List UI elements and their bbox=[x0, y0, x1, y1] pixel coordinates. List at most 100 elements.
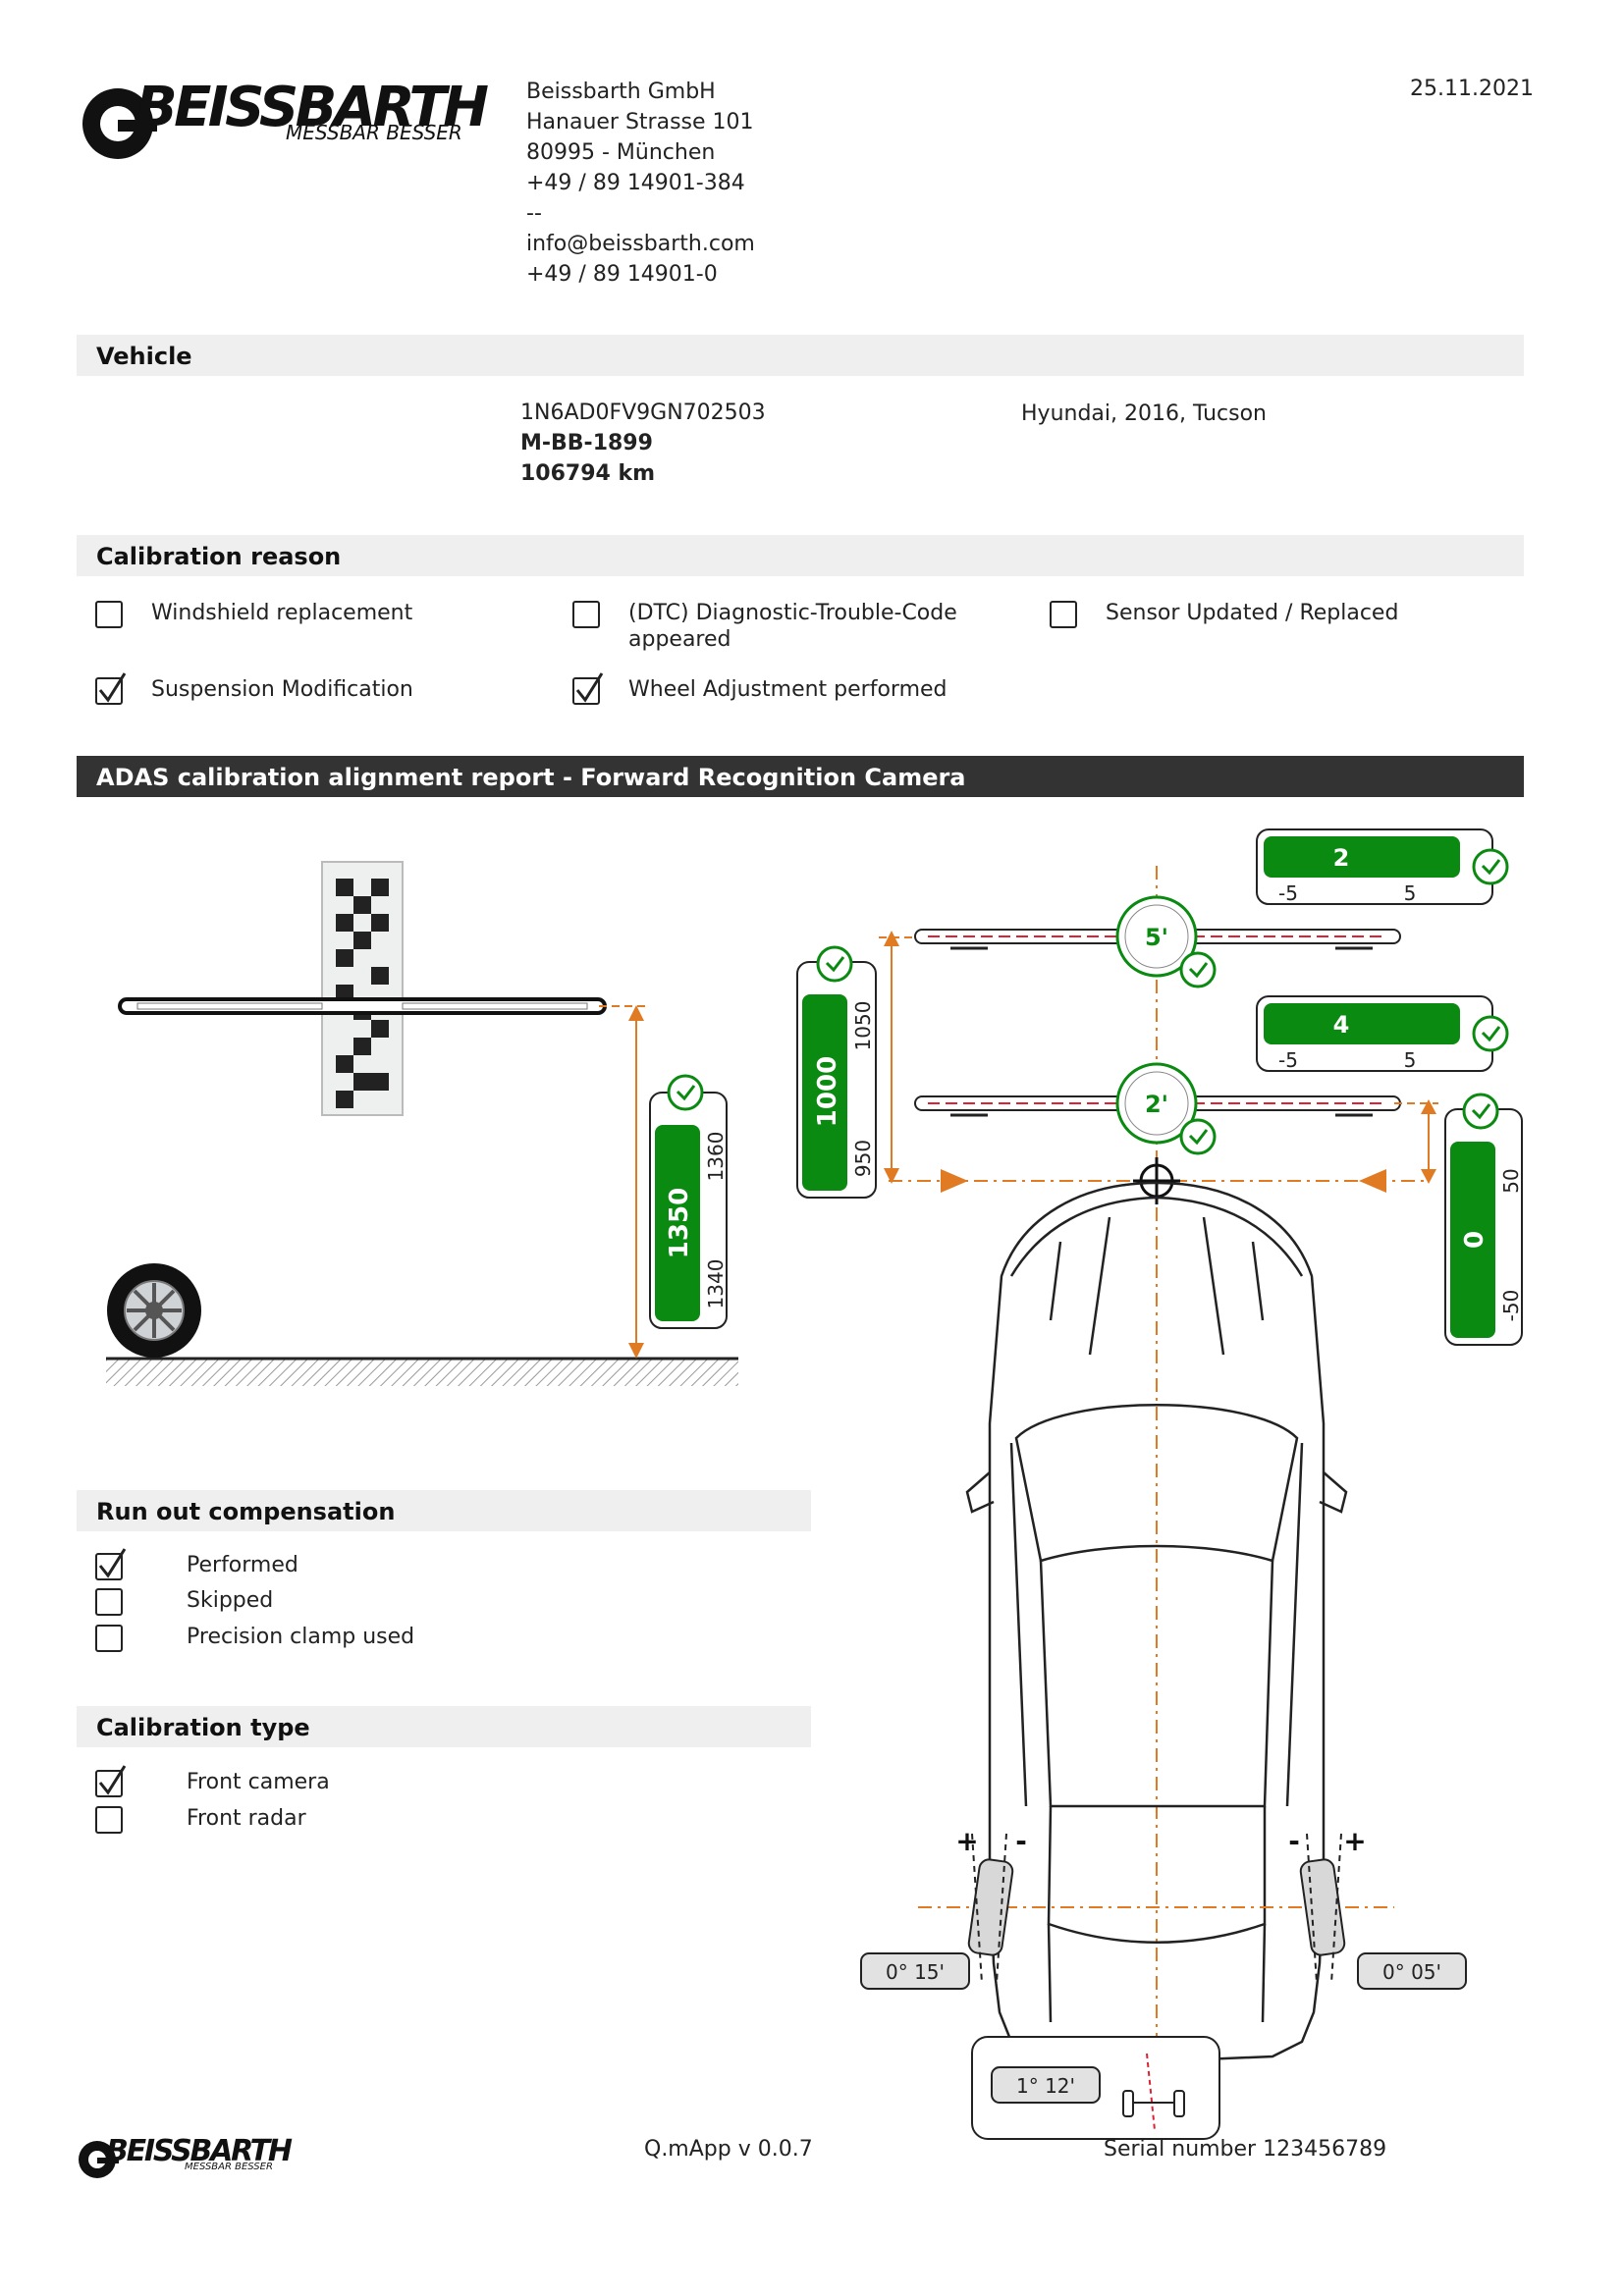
checkmark-icon bbox=[98, 1548, 127, 1578]
vehicle-plate: M-BB-1899 bbox=[520, 431, 653, 455]
company-phone-main: +49 / 89 14901-0 bbox=[526, 262, 718, 287]
runout-section-header: Run out compensation bbox=[77, 1490, 811, 1531]
vehicle-section-header: Vehicle bbox=[77, 335, 1524, 376]
vehicle-vin: 1N6AD0FV9GN702503 bbox=[520, 400, 766, 425]
logo-tagline: MESSBAR BESSER bbox=[286, 121, 462, 144]
vehicle-make-model: Hyundai, 2016, Tucson bbox=[1021, 401, 1267, 426]
company-street: Hanauer Strasse 101 bbox=[526, 110, 754, 134]
runout-section-title: Run out compensation bbox=[96, 1498, 396, 1525]
label-sensor: Sensor Updated / Replaced bbox=[1106, 601, 1399, 625]
company-logo: BEISSBARTH MESSBAR BESSER bbox=[77, 69, 499, 167]
footer-logo-wordmark: BEISSBARTH bbox=[106, 2134, 293, 2168]
adas-report-header: ADAS calibration alignment report - Forw… bbox=[77, 756, 1524, 797]
front-height-value: 1000 bbox=[813, 1056, 842, 1127]
beam-bottom-value: 4 bbox=[1333, 1011, 1350, 1039]
company-phone: +49 / 89 14901-384 bbox=[526, 171, 745, 195]
company-city: 80995 - München bbox=[526, 140, 716, 165]
checkbox-sensor[interactable] bbox=[1050, 601, 1077, 628]
wheel-left-plus: + bbox=[955, 1825, 978, 1857]
ground-hatch bbox=[106, 1359, 738, 1386]
wheel-right-minus: - bbox=[1288, 1825, 1300, 1857]
wheel-left-angle: 0° 15' bbox=[886, 1960, 945, 1984]
front-height-min: 950 bbox=[851, 1140, 875, 1177]
beam-top-value: 2 bbox=[1333, 844, 1350, 872]
front-height-max: 1050 bbox=[851, 1001, 875, 1051]
vehicle-section-title: Vehicle bbox=[96, 343, 192, 370]
label-front-radar: Front radar bbox=[187, 1806, 306, 1831]
wheel-right-plus: + bbox=[1343, 1825, 1366, 1857]
beam-bottom-gauge bbox=[1256, 995, 1493, 1072]
check-ok-icon bbox=[1472, 1015, 1509, 1052]
check-ok-icon bbox=[1179, 1118, 1217, 1155]
checkbox-wheel-adjustment[interactable] bbox=[572, 672, 604, 705]
wheel-left-angle-box bbox=[860, 1952, 970, 1990]
beam-bottom-min: -5 bbox=[1278, 1048, 1298, 1072]
label-windshield: Windshield replacement bbox=[151, 601, 413, 625]
calibration-type-title: Calibration type bbox=[96, 1714, 310, 1741]
side-height-max: 1360 bbox=[704, 1132, 728, 1182]
check-ok-icon bbox=[1472, 848, 1509, 885]
calibration-type-header: Calibration type bbox=[77, 1706, 811, 1747]
label-precision-clamp: Precision clamp used bbox=[187, 1625, 415, 1649]
check-ok-icon bbox=[667, 1074, 704, 1111]
checkbox-runout-performed[interactable] bbox=[95, 1548, 127, 1580]
company-address: Beissbarth GmbH Hanauer Strasse 101 8099… bbox=[526, 77, 755, 290]
label-suspension: Suspension Modification bbox=[151, 677, 413, 702]
label-dtc: (DTC) Diagnostic-Trouble-Code bbox=[628, 601, 957, 625]
calibration-target-board bbox=[321, 861, 404, 1116]
calibration-reason-header: Calibration reason bbox=[77, 535, 1524, 576]
app-version: Q.mApp v 0.0.7 bbox=[644, 2137, 813, 2162]
beam-bottom bbox=[914, 1062, 1401, 1145]
lateral-offset-max: 50 bbox=[1499, 1168, 1523, 1193]
side-height-value: 1350 bbox=[665, 1188, 694, 1258]
company-name: Beissbarth GmbH bbox=[526, 80, 716, 104]
lateral-offset-value: 0 bbox=[1460, 1231, 1489, 1249]
footer-logo: BEISSBARTH MESSBAR BESSER bbox=[77, 2128, 302, 2183]
checkbox-precision-clamp[interactable] bbox=[95, 1625, 123, 1652]
checkbox-windshield[interactable] bbox=[95, 601, 123, 628]
beam-top bbox=[914, 895, 1401, 978]
checkmark-icon bbox=[98, 672, 127, 703]
checkmark-icon bbox=[98, 1765, 127, 1795]
check-ok-icon bbox=[1179, 951, 1217, 988]
footer-logo-tagline: MESSBAR BESSER bbox=[185, 2162, 273, 2172]
lateral-offset-min: -50 bbox=[1499, 1290, 1523, 1322]
wheel-front-left bbox=[967, 1833, 1014, 1984]
company-email: info@beissbarth.com bbox=[526, 232, 755, 256]
beam-bottom-angle: 2' bbox=[1145, 1091, 1168, 1118]
wheel-front-right bbox=[1299, 1833, 1346, 1984]
checkbox-front-camera[interactable] bbox=[95, 1765, 127, 1797]
beam-top-gauge bbox=[1256, 828, 1493, 905]
checkbox-runout-skipped[interactable] bbox=[95, 1588, 123, 1616]
checkbox-suspension[interactable] bbox=[95, 672, 127, 705]
label-dtc-line2: appeared bbox=[628, 627, 731, 652]
tyre-icon bbox=[107, 1263, 201, 1358]
thrust-angle: 1° 12' bbox=[1016, 2074, 1075, 2098]
adas-report-title: ADAS calibration alignment report - Forw… bbox=[96, 764, 966, 791]
logo-wordmark: BEISSBARTH bbox=[135, 76, 489, 139]
checkbox-front-radar[interactable] bbox=[95, 1806, 123, 1834]
thrust-angle-panel bbox=[971, 2036, 1220, 2140]
label-front-camera: Front camera bbox=[187, 1770, 330, 1794]
front-height-gauge bbox=[796, 961, 877, 1199]
serial-number: Serial number 123456789 bbox=[1104, 2137, 1387, 2162]
wheel-right-angle-box bbox=[1357, 1952, 1467, 1990]
check-ok-icon bbox=[1462, 1093, 1499, 1130]
company-separator: -- bbox=[526, 201, 542, 226]
vehicle-mileage: 106794 km bbox=[520, 461, 656, 486]
label-runout-skipped: Skipped bbox=[187, 1588, 274, 1613]
calibration-bar-side bbox=[118, 997, 607, 1015]
beam-bottom-max: 5 bbox=[1404, 1048, 1417, 1072]
checkmark-icon bbox=[575, 672, 604, 703]
wheel-right-angle: 0° 05' bbox=[1382, 1960, 1441, 1984]
label-wheel-adjustment: Wheel Adjustment performed bbox=[628, 677, 947, 702]
wheel-left-minus: - bbox=[1015, 1825, 1027, 1857]
report-date: 25.11.2021 bbox=[1410, 77, 1534, 101]
checkbox-dtc[interactable] bbox=[572, 601, 600, 628]
beam-top-angle: 5' bbox=[1145, 924, 1168, 951]
beam-top-min: -5 bbox=[1278, 881, 1298, 905]
label-runout-performed: Performed bbox=[187, 1553, 298, 1577]
calibration-reason-title: Calibration reason bbox=[96, 543, 342, 570]
side-height-min: 1340 bbox=[704, 1259, 728, 1309]
